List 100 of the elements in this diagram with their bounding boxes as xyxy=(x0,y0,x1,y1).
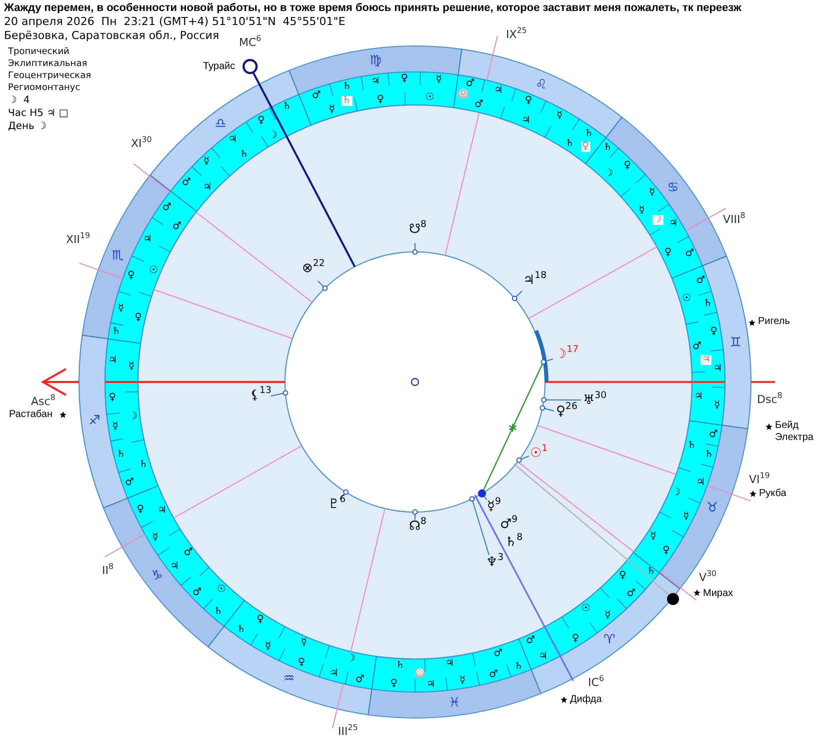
zodiac-sign-symbol: ♏ xyxy=(112,249,124,262)
term-ruler-symbol: ♂ xyxy=(192,588,202,598)
zodiac-sign-symbol: ♑ xyxy=(151,570,163,583)
term-ruler-symbol: ♃ xyxy=(538,652,548,662)
date-time-coordinates-text: 20 апреля 2026 Пн 23:21 (GMT+4) 51°10'51"N 45°55'01"E xyxy=(4,16,346,29)
decan-ruler-symbol: ☿ xyxy=(128,362,134,372)
fixed-star-name: Ригель xyxy=(758,316,790,328)
term-ruler-symbol: ♂ xyxy=(312,90,321,100)
house-cusp-label: III$^{25}$ xyxy=(338,726,358,739)
term-ruler-symbol: ☿ xyxy=(556,110,563,121)
term-ruler-symbol: ♀ xyxy=(662,546,670,556)
house-cusp-label: XI$^{30}$ xyxy=(131,138,152,151)
house-cusp-label: Dsc$^{8}$ xyxy=(757,394,782,407)
term-ruler-symbol: ♂ xyxy=(626,589,636,600)
decan-ruler-symbol: ♂ xyxy=(526,636,535,646)
term-ruler-symbol: ♀ xyxy=(390,679,398,690)
decan-ruler-symbol: ♄ xyxy=(138,460,148,470)
decan-ruler-symbol: ♀ xyxy=(619,570,626,581)
zodiac-sign-symbol: ♈ xyxy=(604,634,616,646)
decan-ruler-symbol: ♃ xyxy=(445,658,454,669)
fixed-star-name: Растабан xyxy=(9,409,53,420)
term-ruler-symbol: ☿ xyxy=(112,422,118,432)
term-ruler-symbol: ♃ xyxy=(713,364,722,374)
decan-ruler-symbol: ♀ xyxy=(664,248,672,258)
term-ruler-symbol: ♄ xyxy=(584,128,594,139)
fixed-star-name: Рукба xyxy=(759,488,786,500)
zodiac-sign-symbol: ♉ xyxy=(706,502,718,515)
decan-ruler-symbol: ☉ xyxy=(216,584,226,595)
decan-ruler-symbol: ♂ xyxy=(474,100,484,110)
term-ruler-symbol: ♃ xyxy=(371,76,380,87)
decan-ruler-symbol: ♂ xyxy=(172,222,182,232)
term-ruler-symbol: ☿ xyxy=(459,676,466,686)
house-cusp-label: IX$^{25}$ xyxy=(506,29,527,42)
lunar-day-text: ☽ 4 xyxy=(8,95,30,106)
term-ruler-symbol: ♀ xyxy=(298,658,306,668)
decan-ruler-symbol: ♀ xyxy=(134,313,142,324)
house-cusp-label: VI$^{19}$ xyxy=(749,474,770,487)
decan-ruler-symbol: ☿ xyxy=(328,105,336,116)
decan-ruler-symbol: ☽ xyxy=(128,412,138,422)
zodiac-sign-symbol: ♒ xyxy=(282,672,295,686)
term-ruler-symbol: ☿ xyxy=(714,400,720,411)
house-cusp-label: IC$^{6}$ xyxy=(588,677,604,690)
term-ruler-symbol: ♂ xyxy=(685,248,694,259)
decan-ruler-symbol: ♃ xyxy=(522,116,530,126)
term-ruler-symbol: ♀ xyxy=(524,96,532,106)
fixed-star-name: Дифда xyxy=(570,694,602,706)
term-ruler-symbol: ♂ xyxy=(124,478,134,488)
zodiac-sign-symbol: ♋ xyxy=(667,181,679,194)
term-ruler-symbol: ♄ xyxy=(282,102,292,112)
term-ruler-symbol: ♃ xyxy=(170,562,180,572)
day-ruler-text: День ☽ xyxy=(8,121,47,132)
decan-ruler-symbol: ♂ xyxy=(494,648,502,659)
decan-ruler-symbol: ♄ xyxy=(687,440,696,451)
term-ruler-symbol: ♃ xyxy=(426,680,436,690)
decan-ruler-symbol: ☉ xyxy=(149,266,158,276)
house-cusp-label: XII$^{19}$ xyxy=(66,234,90,247)
term-ruler-symbol: ♀ xyxy=(128,270,135,281)
term-ruler-symbol: ♄ xyxy=(703,298,712,309)
decan-ruler-symbol: ☉ xyxy=(581,604,590,614)
term-ruler-symbol: ♄ xyxy=(646,566,656,577)
chart-settings-text: Эклиптикальная xyxy=(8,59,88,70)
decan-ruler-symbol: ☽ xyxy=(604,169,614,180)
house-cusp-label: VIII$^{8}$ xyxy=(723,214,746,227)
term-ruler-symbol: ☿ xyxy=(436,74,442,85)
term-ruler-symbol: ♃ xyxy=(696,478,706,488)
chart-settings-text: Тропический xyxy=(8,47,70,58)
fixed-star-name: Турайс xyxy=(203,61,236,72)
term-ruler-symbol: ♄ xyxy=(116,450,126,460)
decan-ruler-symbol: ♃ xyxy=(202,183,212,194)
term-ruler-symbol: ♄ xyxy=(342,82,352,92)
term-ruler-symbol: ♂ xyxy=(488,670,498,680)
decan-ruler-symbol: ♄ xyxy=(396,660,405,671)
decan-ruler-symbol: ♃ xyxy=(694,392,704,402)
term-ruler-symbol: ♃ xyxy=(143,234,152,245)
term-ruler-symbol: ♀ xyxy=(400,74,408,84)
term-ruler-symbol: ♀ xyxy=(108,392,116,403)
zodiac-sign-symbol: ♊ xyxy=(730,336,742,350)
term-ruler-symbol: ♂ xyxy=(696,276,706,286)
term-ruler-symbol: ♄ xyxy=(214,607,223,618)
house-cusp-label: MC$^{6}$ xyxy=(239,37,262,50)
term-ruler-symbol: ♃ xyxy=(228,135,238,145)
decan-ruler-symbol: ☽ xyxy=(672,488,681,498)
fixed-star-name: Бейд xyxy=(775,420,799,432)
decan-ruler-symbol: ☿ xyxy=(638,206,645,216)
planetary-hour-text: Час H5 ♃ □ xyxy=(8,108,68,120)
decan-ruler-symbol: ☉ xyxy=(425,93,434,104)
term-ruler-symbol: ♂ xyxy=(355,674,364,685)
term-ruler-symbol: ☿ xyxy=(649,188,656,198)
term-ruler-symbol: ☿ xyxy=(118,304,124,314)
location-text: Берёзовка, Саратовская обл., Россия xyxy=(4,30,220,43)
term-ruler-symbol: ☿ xyxy=(683,512,690,522)
zodiac-sign-symbol: ♌ xyxy=(535,78,548,92)
decan-ruler-symbol: ♄ xyxy=(240,150,249,160)
house-cusp-label: V$^{30}$ xyxy=(699,572,717,585)
term-ruler-symbol: ♃ xyxy=(668,218,678,229)
term-ruler-symbol: ♄ xyxy=(704,450,714,460)
decan-ruler-symbol: ☽ xyxy=(346,654,356,664)
term-ruler-symbol: ♃ xyxy=(108,356,118,366)
decan-ruler-symbol: ♀ xyxy=(376,95,384,106)
term-ruler-symbol: ♄ xyxy=(112,327,121,337)
